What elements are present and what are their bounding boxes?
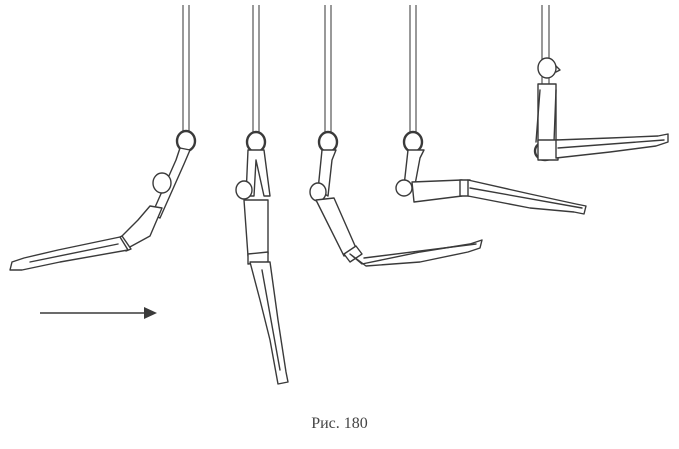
gymnast-pose-2 xyxy=(235,5,289,385)
gymnast-pose-4 xyxy=(395,5,587,215)
figure-caption: Рис. 180 xyxy=(311,415,368,432)
gymnast-pose-1 xyxy=(9,5,197,271)
gymnast-pose-3 xyxy=(309,5,483,267)
gymnast-pose-5 xyxy=(533,5,669,162)
direction-arrow-icon xyxy=(40,307,157,319)
